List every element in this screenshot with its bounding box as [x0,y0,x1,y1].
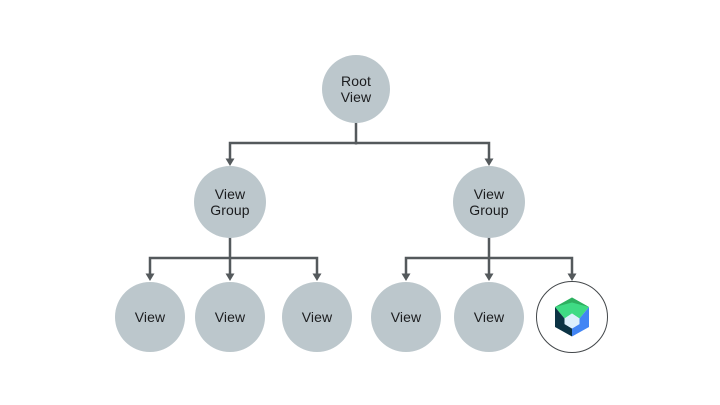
compose-top-face-dark [555,297,589,307]
compose-right-face [572,307,589,337]
node-label-line: View [134,309,166,325]
connector-path [148,122,574,274]
node-compose [536,281,608,353]
compose-core-hexagon [564,313,580,329]
node-label-line: View [214,309,246,325]
node-view-right-1: View [371,282,441,352]
node-view-right-2: View [454,282,524,352]
node-label-line: View [473,186,505,202]
node-label-line: Root [341,73,371,89]
arrowheads [145,158,577,281]
arrow-icon [312,273,322,281]
arrow-icon [484,273,494,281]
node-view-group-left: View Group [194,166,266,238]
node-label-line: Group [210,202,250,218]
node-label-line: View [473,309,505,325]
node-view-left-3: View [282,282,352,352]
arrow-icon [145,273,155,281]
arrow-icon [225,273,235,281]
node-label-line: View [301,309,333,325]
node-label-line: View [214,186,246,202]
arrow-icon [484,158,494,166]
node-label-line: Group [469,202,509,218]
node-view-group-right: View Group [453,166,525,238]
node-label-line: View [390,309,422,325]
jetpack-compose-icon [555,297,589,337]
arrow-icon [401,273,411,281]
arrow-icon [225,158,235,166]
compose-left-face [555,307,572,337]
arrow-icon [567,273,577,281]
node-label-line: View [340,89,372,105]
node-view-left-1: View [115,282,185,352]
node-view-left-2: View [195,282,265,352]
node-root-view: Root View [322,55,390,123]
